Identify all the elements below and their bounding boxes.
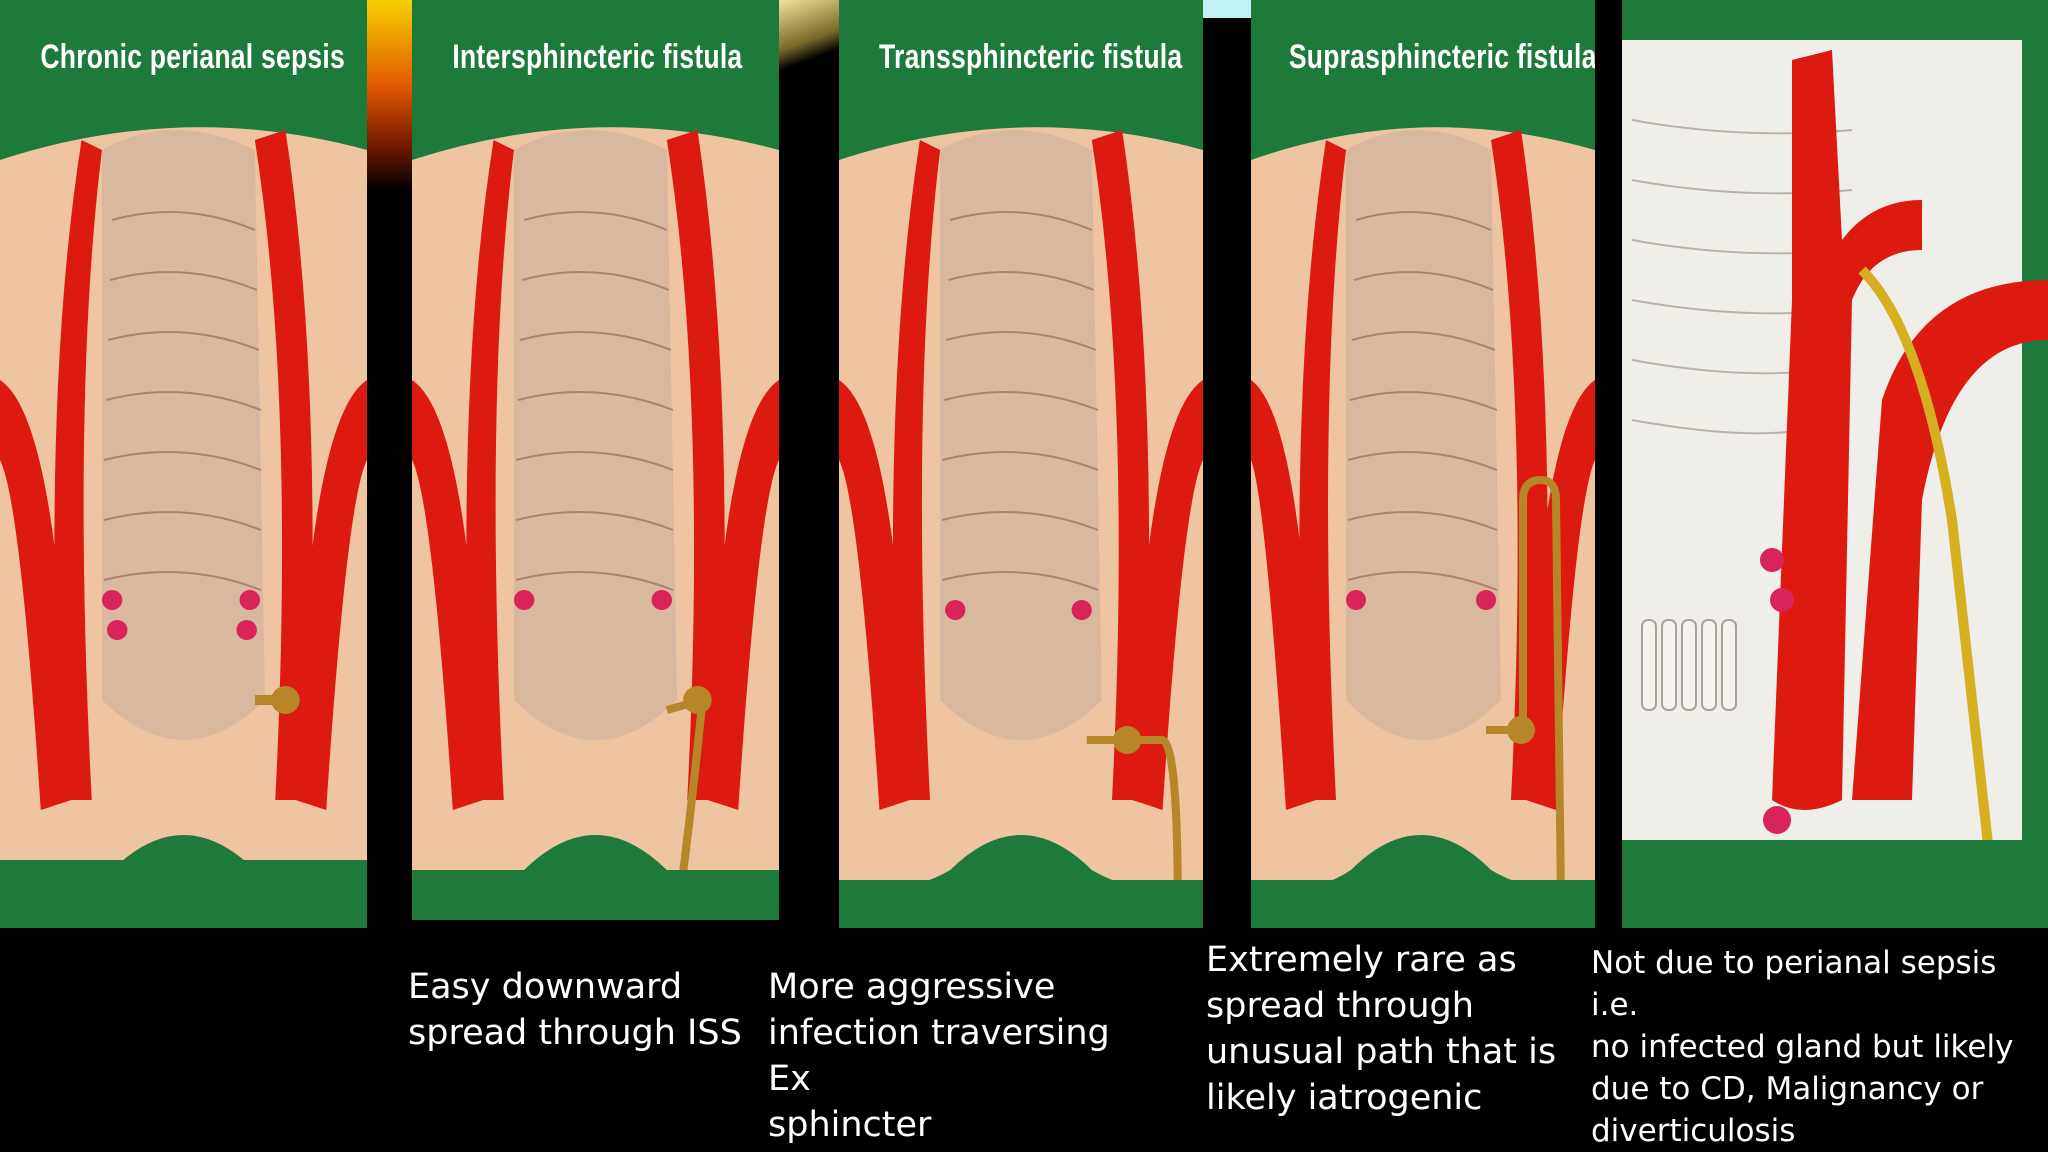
panel-title: Chronic perianal sepsis (40, 38, 345, 76)
panel-title: Intersphincteric fistula (452, 38, 743, 76)
caption-transsphincteric: More aggressive infection traversing Ex … (768, 967, 1110, 1145)
diagram-panel-intersphincteric-fistula: Intersphincteric fistula (412, 0, 779, 920)
panel-title: Suprasphincteric fistula (1288, 38, 1595, 76)
decorative-strip (367, 0, 412, 190)
anal-canal-illustration (412, 0, 779, 920)
diagram-panel-transsphincteric-fistula: Transsphincteric fistula (839, 0, 1203, 928)
decorative-strip (779, 0, 839, 80)
diagram-panel-extrasphincteric (1622, 0, 2048, 928)
anal-canal-illustration (1251, 0, 1595, 928)
diagram-panel-chronic-perianal-sepsis: Chronic perianal sepsis (0, 0, 367, 928)
caption-suprasphincteric: Extremely rare as spread through unusual… (1206, 940, 1557, 1118)
decorative-strip (1203, 0, 1251, 18)
caption-extrasphincteric: Not due to perianal sepsis i.e. no infec… (1591, 945, 2014, 1149)
panel-title: Transsphincteric fistula (879, 38, 1183, 76)
diagram-panel-suprasphincteric-fistula: Suprasphincteric fistula (1251, 0, 1595, 928)
anal-canal-illustration (1622, 0, 2048, 928)
anal-canal-illustration (839, 0, 1203, 928)
caption-intersphincteric: Easy downward spread through ISS (408, 967, 742, 1053)
anal-canal-illustration (0, 0, 367, 928)
